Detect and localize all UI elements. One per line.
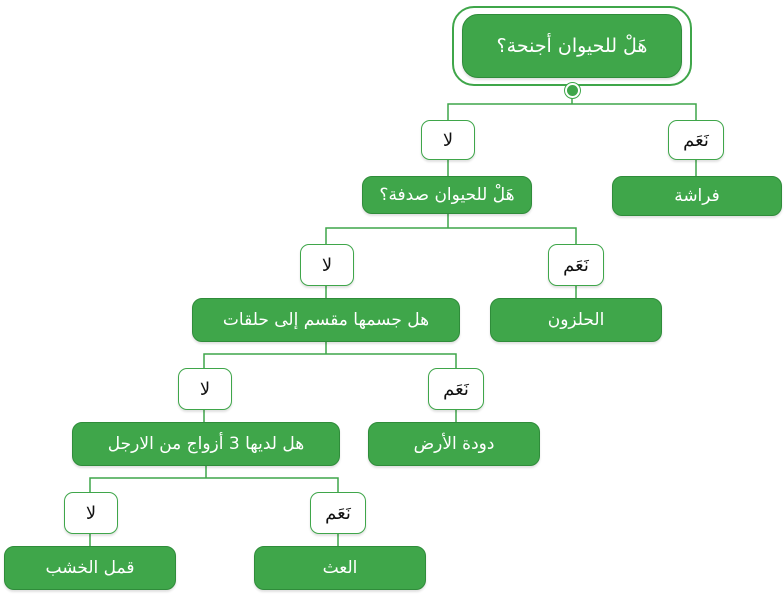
connector-q2 — [203, 342, 457, 368]
connector-q3 — [89, 466, 339, 492]
tag-q3-yes: نَعَم — [310, 492, 366, 534]
question-three-leg-pairs: هل لديها 3 أزواج من الارجل — [72, 422, 340, 466]
result-earthworm: دودة الأرض — [368, 422, 540, 466]
tag-root-yes: نَعَم — [668, 120, 724, 160]
tag-q2-no: لا — [178, 368, 232, 410]
root-question: هَلْ للحيوان أجنحة؟ — [462, 14, 682, 78]
question-shell: هَلْ للحيوان صدفة؟ — [362, 176, 532, 214]
question-segmented-body: هل جسمها مقسم إلى حلقات — [192, 298, 460, 342]
root-connector-dot — [565, 83, 580, 98]
tag-root-no: لا — [421, 120, 475, 160]
connector-q1 — [325, 214, 577, 244]
tag-q3-no: لا — [64, 492, 118, 534]
result-moth: العث — [254, 546, 426, 590]
result-butterfly: فراشة — [612, 176, 782, 216]
tag-q2-yes: نَعَم — [428, 368, 484, 410]
tag-q1-no: لا — [300, 244, 354, 286]
tag-q1-yes: نَعَم — [548, 244, 604, 286]
result-woodlouse: قمل الخشب — [4, 546, 176, 590]
result-snail: الحلزون — [490, 298, 662, 342]
